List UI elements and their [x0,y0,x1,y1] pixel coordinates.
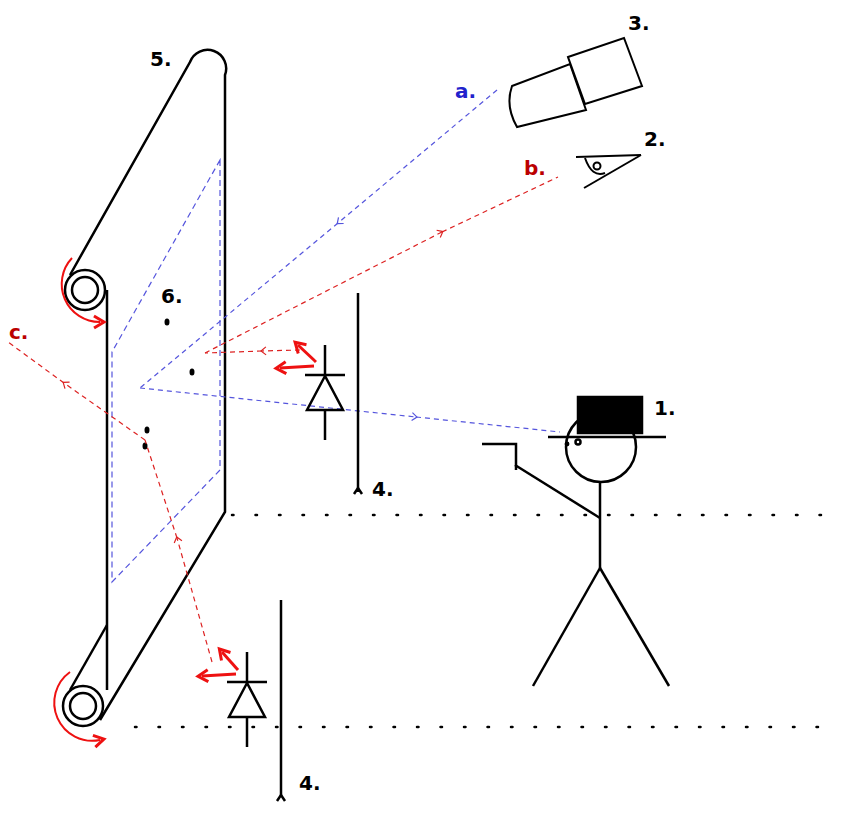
callout-number: 5. [150,48,172,70]
eye-symbol [576,155,641,188]
barrier [354,293,362,494]
barrier [277,600,285,801]
callout-number: a. [455,80,476,102]
dotted-line [232,514,830,517]
rotation-arrow [62,258,100,322]
dotted-line [135,726,830,729]
emission-arrow [280,366,314,368]
callout-number: 6. [161,285,183,307]
callout-number: 4. [372,478,394,500]
callout-number: 3. [628,12,650,34]
callout-number: c. [9,321,28,343]
reflected-ray [8,177,558,662]
callout-number: 2. [644,128,666,150]
emission-arrow [222,652,238,670]
emission-arrow [298,345,316,362]
callout-number: b. [524,157,546,179]
emission-arrow [202,674,236,676]
rotation-arrow [54,672,100,741]
screen-dots [143,319,195,450]
callout-number: 1. [654,397,676,419]
projector [509,38,642,127]
callout-number: 4. [299,772,321,794]
person-figure [482,397,669,686]
image-area [112,160,220,582]
projector-ray [140,90,560,432]
